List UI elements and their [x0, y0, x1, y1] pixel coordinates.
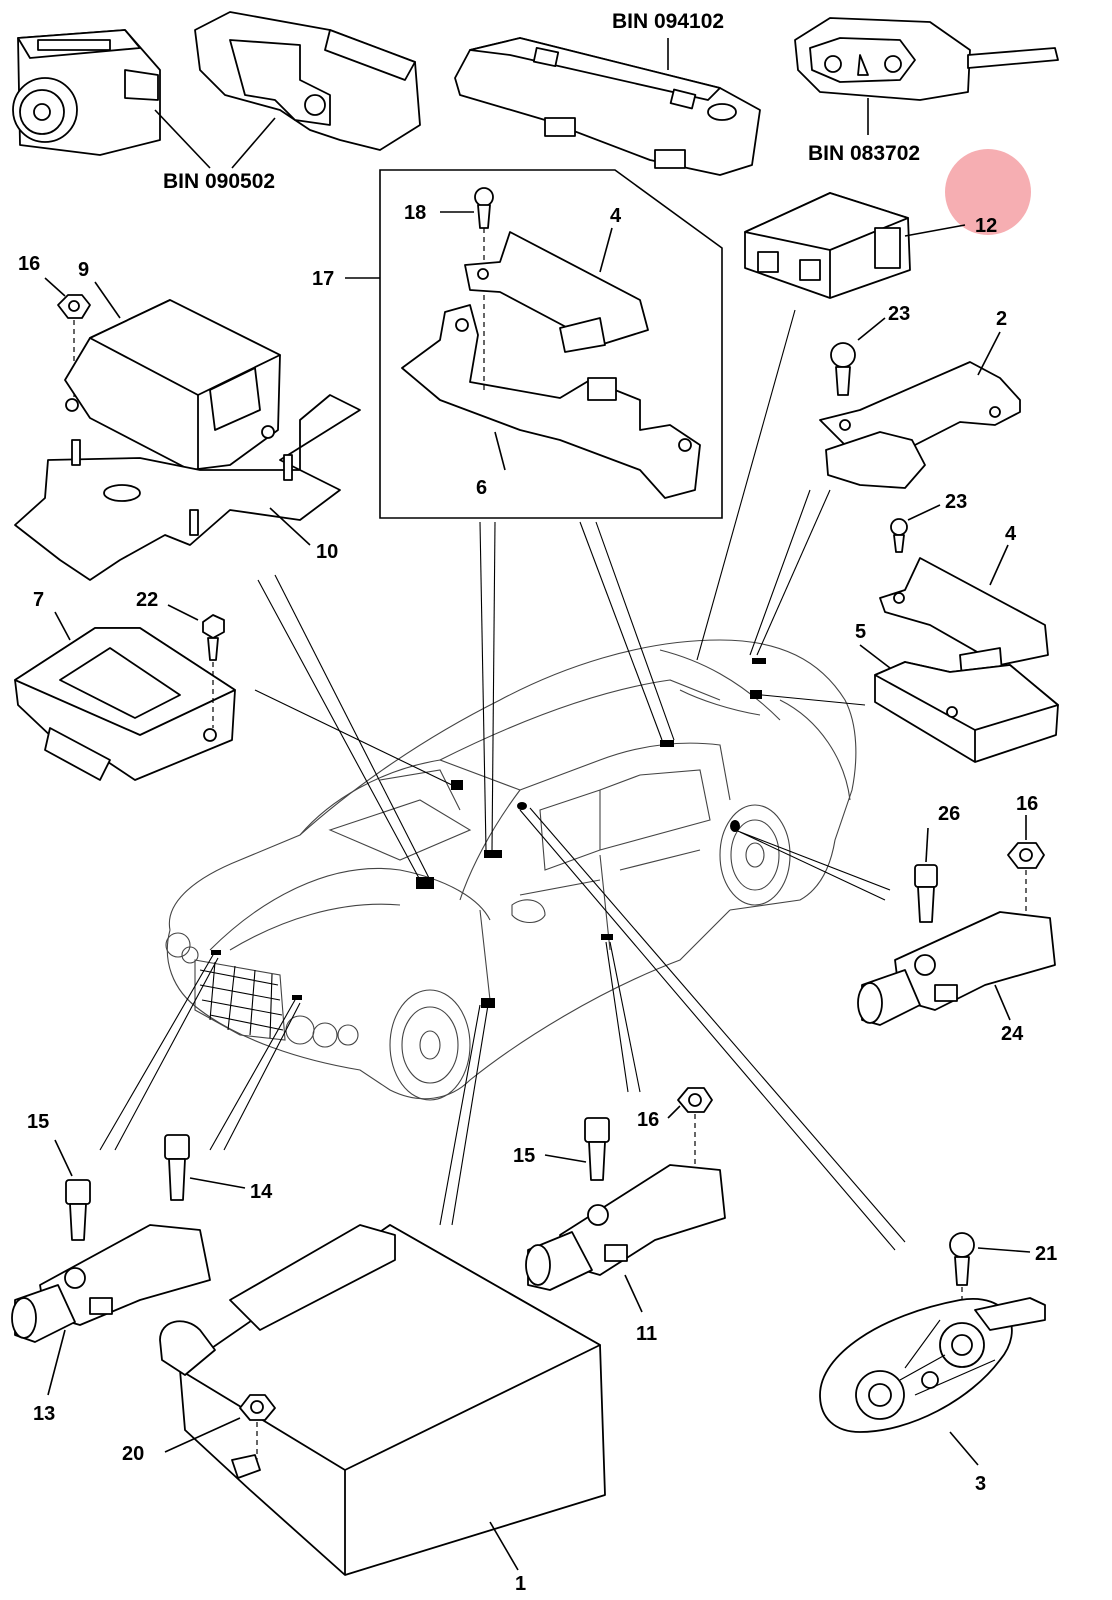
- callout-3: 3: [975, 1473, 986, 1495]
- callout-6: 6: [476, 477, 487, 499]
- callout-14: 14: [250, 1181, 273, 1203]
- screw-21-part[interactable]: [949, 1232, 975, 1286]
- leader-line: [189, 1177, 246, 1189]
- bolt-26-part[interactable]: [914, 864, 938, 923]
- leader-line: [977, 331, 1001, 376]
- leader-line: [624, 1274, 643, 1313]
- nut-16-right-part[interactable]: [1007, 842, 1045, 869]
- bolt-15-mid-part[interactable]: [584, 1117, 610, 1181]
- callout-15-left: 15: [27, 1111, 49, 1133]
- callout-13: 13: [33, 1403, 55, 1425]
- callout-22: 22: [136, 589, 158, 611]
- callout-2: 2: [996, 308, 1007, 330]
- callout-26: 26: [938, 803, 960, 825]
- callout-23-top: 23: [888, 303, 910, 325]
- bin-label-094102: BIN 094102: [612, 10, 724, 33]
- sensor-markers: [211, 658, 766, 1008]
- ignition-switch-part[interactable]: [12, 29, 161, 156]
- callout-17: 17: [312, 268, 334, 290]
- leader-line: [989, 544, 1009, 586]
- bin-label-083702: BIN 083702: [808, 142, 920, 165]
- bolt-15-left-part[interactable]: [65, 1179, 91, 1241]
- bracket-5-part[interactable]: [874, 661, 1059, 763]
- leader-line: [599, 227, 613, 273]
- antenna-module-part[interactable]: [454, 37, 761, 176]
- leader-line: [925, 827, 929, 863]
- callout-7: 7: [33, 589, 44, 611]
- callout-16-topleft: 16: [18, 253, 40, 275]
- highlight-marker: [945, 149, 1031, 235]
- antenna-4-box-part[interactable]: [464, 231, 649, 353]
- leader-line: [994, 984, 1011, 1021]
- callout-15-mid: 15: [513, 1145, 535, 1167]
- sensor-mat-3-part[interactable]: [819, 1297, 1046, 1433]
- leader-line: [949, 1431, 979, 1466]
- leader-line: [907, 504, 941, 521]
- leader-line: [164, 1417, 241, 1453]
- reference-lines: [99, 309, 906, 1251]
- crash-sensor-11-part[interactable]: [525, 1164, 726, 1291]
- callout-16-mid: 16: [637, 1109, 659, 1131]
- callout-11: 11: [636, 1323, 657, 1345]
- leader-line: [667, 1105, 681, 1119]
- leader-line: [94, 281, 121, 319]
- leader-line: [54, 1139, 73, 1177]
- callout-21: 21: [1035, 1243, 1057, 1265]
- callout-4-box: 4: [610, 205, 622, 227]
- leader-line: [44, 277, 66, 297]
- crash-sensor-24-part[interactable]: [857, 911, 1056, 1026]
- callout-1: 1: [515, 1573, 526, 1595]
- airbag-ecu-9-part[interactable]: [64, 299, 281, 471]
- leader-line: [859, 644, 891, 669]
- callout-18: 18: [404, 202, 426, 224]
- vehicle-outline: [165, 639, 857, 1101]
- leader-line: [489, 1521, 519, 1571]
- callout-10: 10: [316, 541, 338, 563]
- bin-label-090502: BIN 090502: [163, 170, 275, 193]
- leader-line: [904, 224, 966, 237]
- screw-23-mid-part[interactable]: [890, 518, 908, 553]
- leader-line: [269, 507, 311, 546]
- key-fob-part[interactable]: [794, 17, 1059, 101]
- antenna-2-part[interactable]: [819, 361, 1021, 489]
- callout-23-mid: 23: [945, 491, 967, 513]
- leader-line: [167, 604, 199, 621]
- control-unit-7-part[interactable]: [14, 627, 236, 781]
- callout-4-right: 4: [1005, 523, 1017, 545]
- bolt-22-part[interactable]: [202, 614, 225, 661]
- crash-sensor-13-part[interactable]: [11, 1224, 211, 1343]
- leader-line: [544, 1154, 587, 1163]
- leader-line: [857, 317, 886, 341]
- screw-23-top-part[interactable]: [830, 342, 856, 396]
- callout-5: 5: [855, 621, 866, 643]
- leader-line: [154, 109, 211, 169]
- nut-20-part[interactable]: [239, 1394, 276, 1421]
- screw-18-part[interactable]: [474, 187, 494, 229]
- leader-line: [494, 431, 506, 471]
- callout-9: 9: [78, 259, 89, 281]
- mounting-plate-10-part[interactable]: [14, 394, 361, 581]
- callout-24: 24: [1001, 1023, 1024, 1045]
- bolt-14-part[interactable]: [164, 1134, 190, 1201]
- callout-20: 20: [122, 1443, 144, 1465]
- bracket-6-part[interactable]: [401, 304, 701, 499]
- leader-line: [231, 117, 276, 169]
- antenna-4-right-part[interactable]: [879, 557, 1049, 679]
- leader-line: [54, 611, 71, 641]
- airbag-control-unit-1-part[interactable]: [159, 1224, 606, 1576]
- callout-16-right: 16: [1016, 793, 1038, 815]
- leader-line: [977, 1247, 1031, 1253]
- leader-line: [47, 1329, 66, 1396]
- nut-16-topleft-part[interactable]: [57, 294, 91, 319]
- detail-box-17: [379, 169, 723, 519]
- steering-lock-part[interactable]: [194, 11, 421, 151]
- module-12-part[interactable]: [744, 192, 911, 299]
- callout-12: 12: [975, 215, 997, 237]
- nut-16-mid-part[interactable]: [677, 1087, 713, 1113]
